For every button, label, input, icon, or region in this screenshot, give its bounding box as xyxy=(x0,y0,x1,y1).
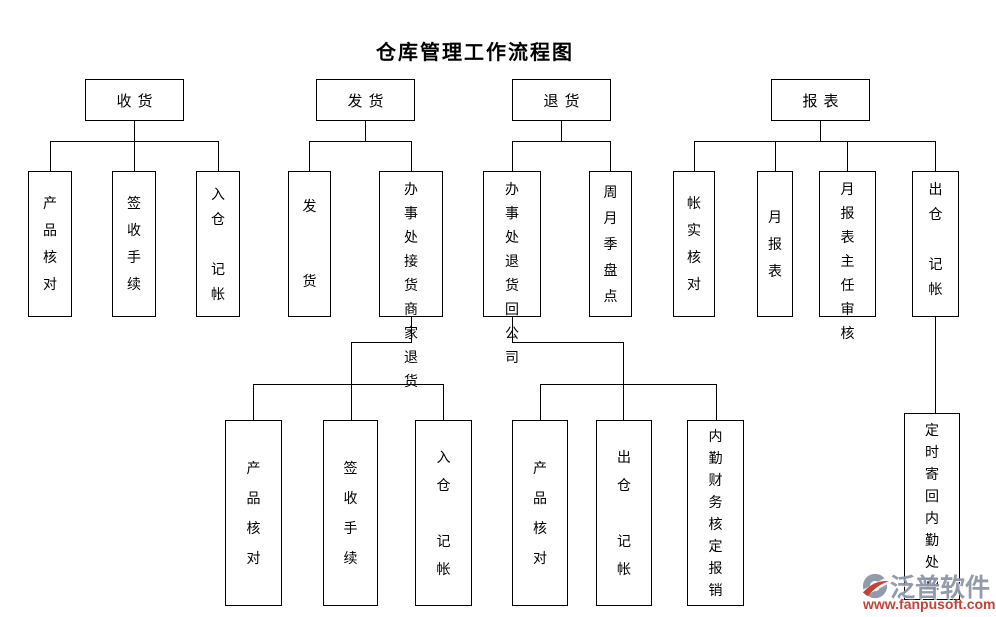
diagram-title: 仓库管理工作流程图 xyxy=(376,42,574,64)
node-monthly-report: 月 报 表 xyxy=(757,171,793,317)
connector-line xyxy=(411,142,412,171)
connector-line xyxy=(512,141,611,142)
watermark: 泛普软件 www.fanpusoft.com xyxy=(860,568,996,616)
node-product-check-2: 产 品 核 对 xyxy=(225,420,282,606)
connector-line xyxy=(694,142,695,171)
node-account-physical-check: 帐 实 核 对 xyxy=(673,171,715,317)
connector-line xyxy=(253,385,254,420)
connector-line xyxy=(512,317,513,343)
connector-line xyxy=(561,121,562,142)
connector-line xyxy=(134,121,135,142)
node-monthly-report-director-review: 月报 表主 任审 核 xyxy=(819,171,876,341)
connector-line xyxy=(411,317,412,343)
connector-line xyxy=(443,385,444,420)
connector-line xyxy=(351,343,352,420)
watermark-brand-text: 泛普软件 xyxy=(890,574,991,602)
node-warehouse-in-ledger-2: 入 仓 记 帐 xyxy=(415,420,472,606)
connector-line xyxy=(935,317,936,413)
node-returns: 退货 xyxy=(512,79,611,121)
connector-line xyxy=(775,142,776,171)
connector-line xyxy=(218,142,219,171)
fanpu-logo-icon xyxy=(862,573,890,599)
node-internal-finance-reimbursement: 内 勤 财 务 核 定 报 销 xyxy=(687,420,744,606)
node-warehouse-out-ledger-1: 出 仓 记 帐 xyxy=(912,171,959,317)
node-reports: 报表 xyxy=(771,79,870,121)
connector-line xyxy=(365,121,366,142)
connector-line xyxy=(134,142,135,171)
connector-line xyxy=(540,385,541,420)
node-scheduled-send-internal-processing: 定 时 寄 回 内 勤 处 理 xyxy=(904,413,960,600)
node-warehouse-in-ledger-1: 入 仓 记 帐 xyxy=(196,171,240,317)
connector-line xyxy=(512,142,513,171)
connector-line xyxy=(935,142,936,171)
node-shipping: 发货 xyxy=(316,79,415,121)
node-warehouse-out-ledger-2: 出 仓 记 帐 xyxy=(596,420,652,606)
connector-line xyxy=(716,385,717,420)
node-office-return-to-company: 办事 处退 货回 公司 xyxy=(483,171,541,365)
connector-line xyxy=(253,384,444,385)
node-receiving: 收货 xyxy=(85,79,184,121)
connector-line xyxy=(351,342,412,343)
connector-line xyxy=(309,142,310,171)
node-product-check-3: 产 品 核 对 xyxy=(512,420,568,606)
connector-line xyxy=(694,141,936,142)
connector-line xyxy=(623,343,624,420)
connector-line xyxy=(309,141,412,142)
node-periodic-stocktake: 周 月 季 盘 点 xyxy=(589,171,632,317)
node-sign-procedure-1: 签 收 手 续 xyxy=(112,171,156,317)
node-sign-procedure-2: 签 收 手 续 xyxy=(323,420,378,606)
node-product-check-1: 产 品 核 对 xyxy=(28,171,72,317)
connector-line xyxy=(540,384,717,385)
connector-line xyxy=(512,342,624,343)
node-office-receive-merchant-returns: 办事 处接 货商 家退 货 xyxy=(379,171,443,389)
connector-line xyxy=(50,142,51,171)
connector-line xyxy=(610,142,611,171)
connector-line xyxy=(50,141,219,142)
connector-line xyxy=(820,121,821,142)
connector-line xyxy=(847,142,848,171)
node-ship-goods: 发 货 xyxy=(288,171,331,317)
watermark-url-text: www.fanpusoft.com xyxy=(863,596,996,612)
